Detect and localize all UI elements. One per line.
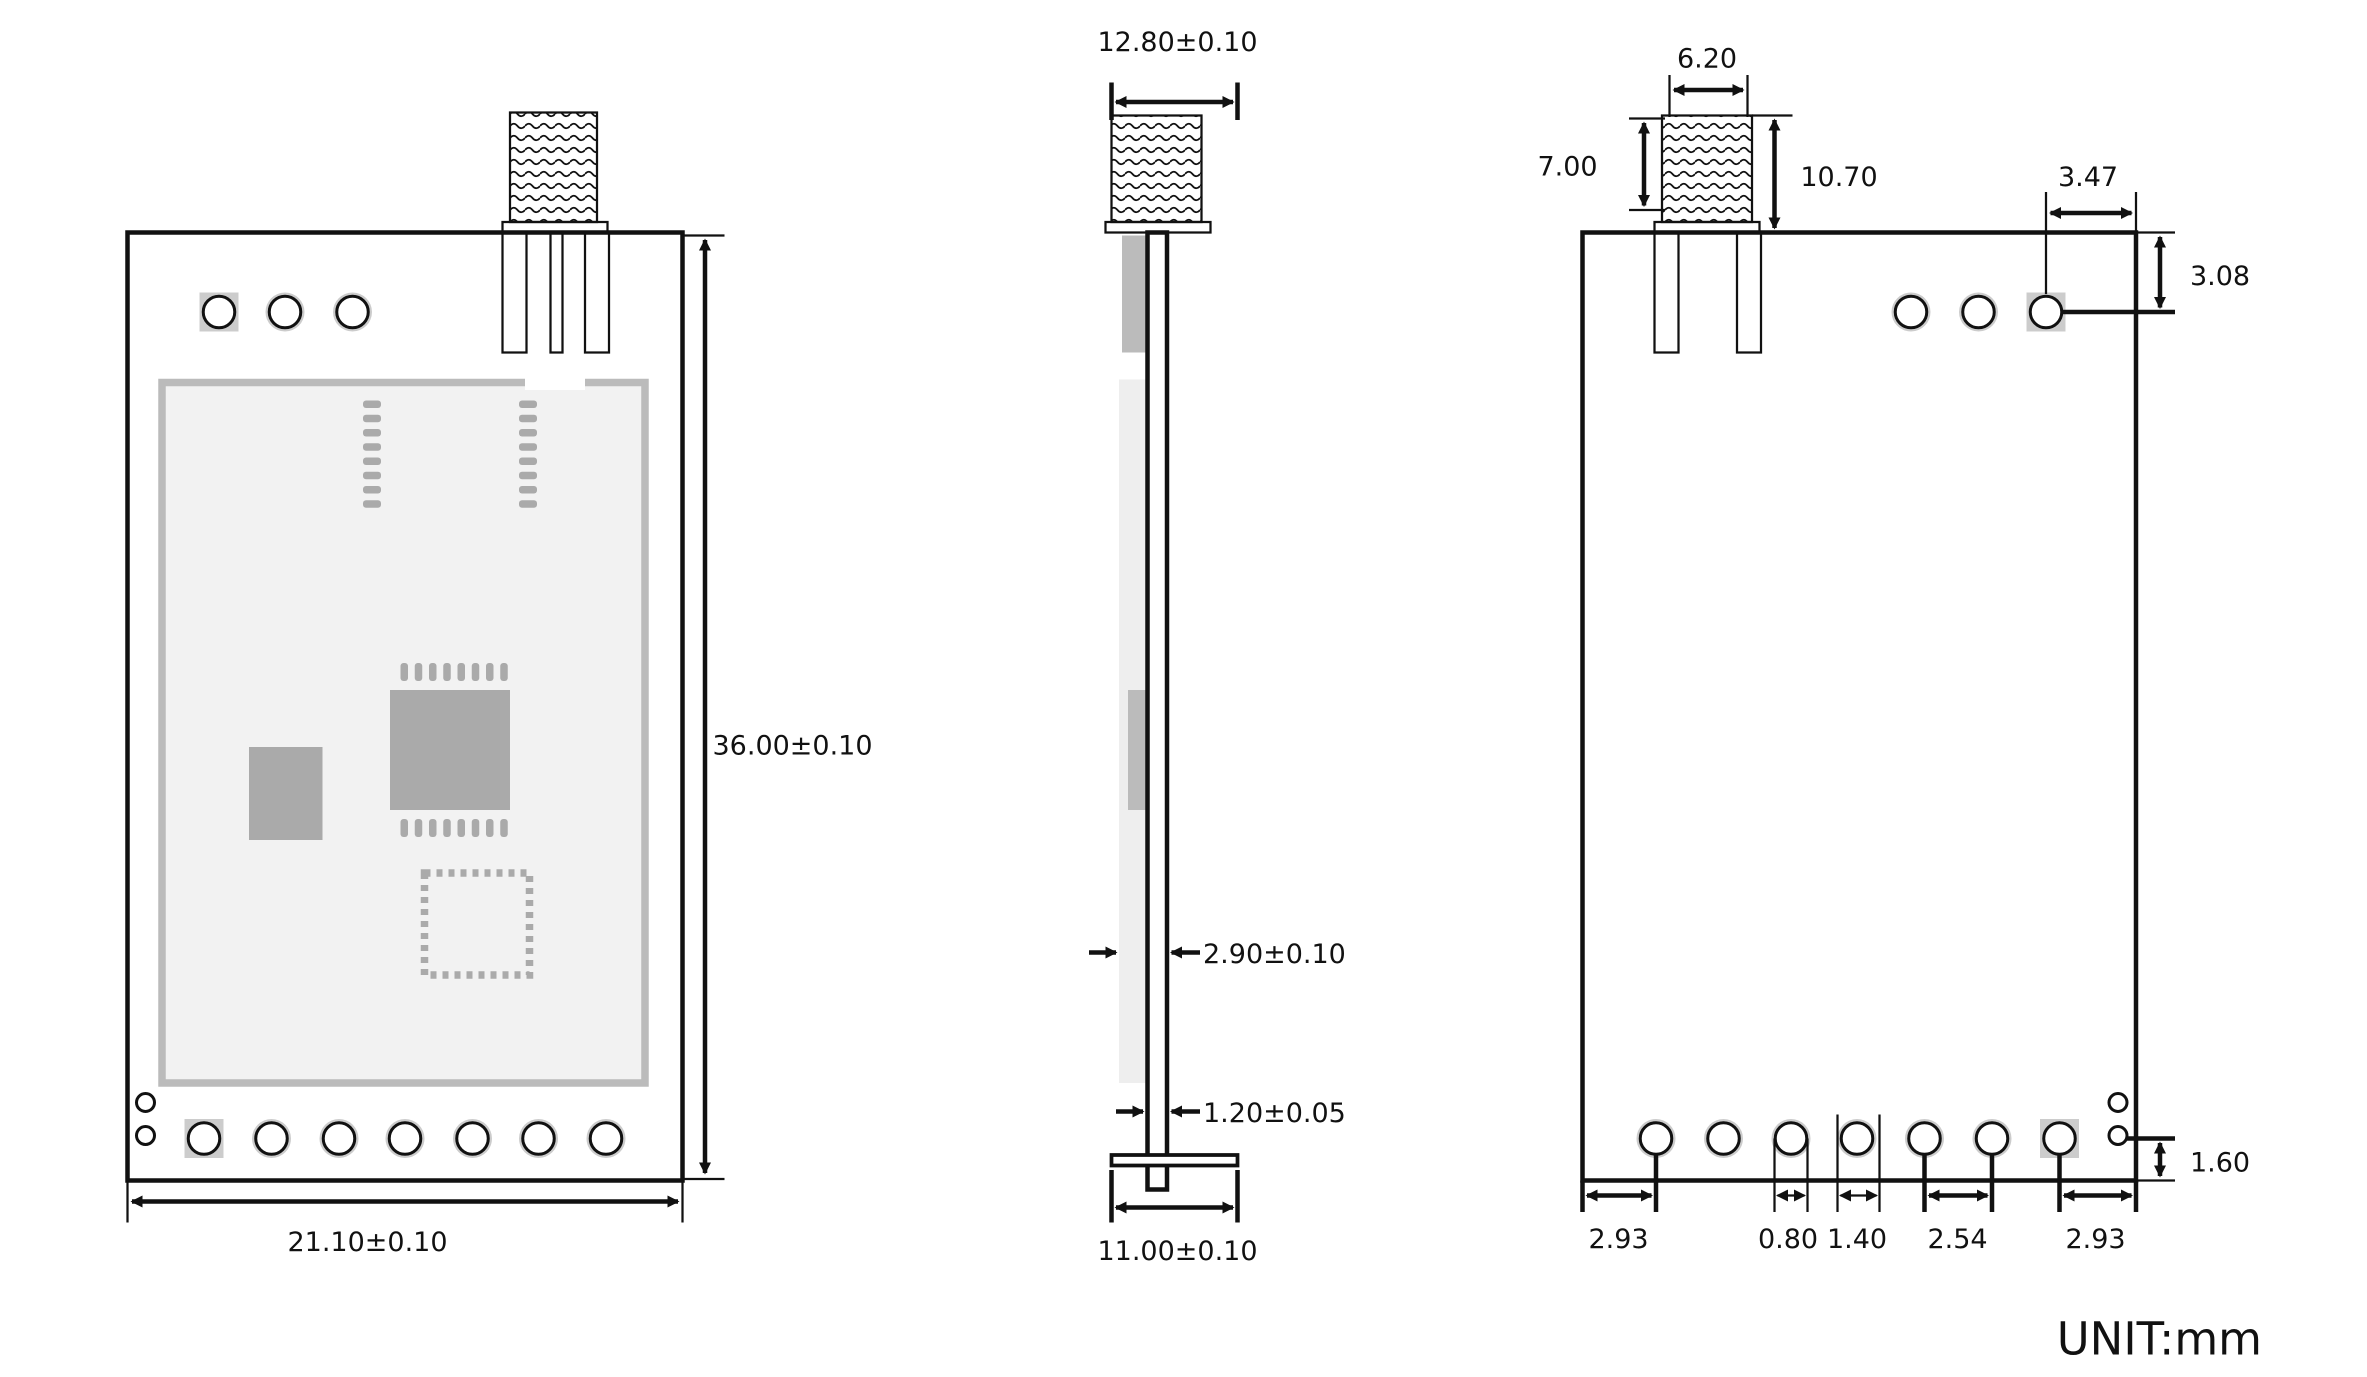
chip-pin: [471, 663, 480, 681]
chip-pin: [519, 471, 537, 480]
chip-pin: [443, 663, 451, 681]
chip-pin: [500, 663, 508, 681]
pad-outer-label: 1.40: [1827, 1224, 1887, 1255]
unit-label: UNIT:mm: [2057, 1313, 2262, 1366]
right-margin-label: 2.93: [2065, 1224, 2125, 1255]
pin-pad: [1706, 1121, 1741, 1156]
chip-profile: [1128, 690, 1148, 810]
connector-pin: [1735, 231, 1763, 354]
chip-pin: [519, 500, 537, 508]
width-label: 21.10±0.10: [287, 1227, 447, 1258]
chip-pin: [363, 500, 381, 508]
pitch-label: 2.54: [1927, 1224, 1987, 1255]
chip-pin: [519, 400, 537, 408]
pin-pad: [387, 1121, 423, 1156]
chip-pin: [457, 819, 465, 837]
chip-pin: [519, 443, 537, 451]
mcu-chip: [363, 400, 537, 837]
small-pad: [135, 1125, 156, 1146]
pin-pad: [1974, 1121, 2010, 1156]
pin-pad: [186, 1121, 222, 1156]
chip-pin: [400, 819, 408, 837]
connector-inner-label: 6.20: [1677, 44, 1737, 75]
pin-pad: [1893, 294, 1929, 330]
chip-pin: [486, 663, 494, 681]
pcb-thickness-label: 1.20±0.05: [1203, 1098, 1346, 1129]
component: [249, 747, 323, 840]
left-margin-label: 2.93: [1588, 1224, 1648, 1255]
chip-pin: [519, 457, 537, 465]
chip-pin: [519, 429, 537, 437]
chip-pin: [457, 663, 465, 681]
sma-connector: [508, 111, 599, 224]
chip-pin: [443, 819, 451, 837]
pin-pad: [267, 294, 303, 330]
height-label: 36.00±0.10: [713, 731, 873, 762]
connector-total-label: 10.70: [1800, 162, 1877, 193]
pin-pad: [1773, 1121, 1809, 1156]
chip-pin: [429, 819, 437, 837]
pcb-outline: [125, 230, 685, 1183]
small-pad: [135, 1092, 156, 1113]
side-view: 12.80±0.10 2.90±0.10 1.20±0.05 11.00±0.1…: [1089, 27, 1346, 1267]
pin-pad: [455, 1121, 490, 1156]
chip-pin: [363, 471, 381, 480]
chip-pin: [363, 486, 381, 494]
chip-pin: [363, 429, 381, 437]
chip-pin: [500, 819, 508, 837]
chip-pin: [429, 663, 437, 681]
chip-pin: [414, 819, 423, 837]
pin-pad: [588, 1121, 624, 1156]
pin-pad: [2028, 294, 2064, 330]
pcb-outline: [1580, 230, 2139, 1183]
chip-pin: [519, 486, 537, 494]
chip-pin: [363, 457, 381, 465]
chip-pin: [471, 819, 480, 837]
sma-connector: [1110, 114, 1203, 224]
connector-pin: [501, 231, 528, 354]
chip-pin: [519, 414, 537, 423]
pin-pad: [2042, 1121, 2077, 1156]
pin-pad: [1839, 1121, 1875, 1156]
back-view: 6.20 7.00 10.70 3.47 3.08 1.60 2.93 0.80…: [1537, 44, 2250, 1256]
pin-pad: [201, 294, 237, 330]
pad-edge-x-label: 3.47: [2058, 162, 2118, 193]
connector-width-label: 12.80±0.10: [1097, 27, 1257, 58]
chip-pin: [414, 663, 423, 681]
connector-pin: [549, 231, 564, 354]
chip-footprint: [420, 869, 534, 979]
connector-pin: [1653, 231, 1680, 354]
base-profile: [1109, 1153, 1240, 1168]
thickness-label: 2.90±0.10: [1203, 939, 1346, 970]
pin-pad: [1907, 1121, 1942, 1156]
bottom-pad-y-label: 1.60: [2190, 1148, 2250, 1179]
pad-diameter-label: 0.80: [1758, 1224, 1818, 1255]
pin-pad: [1961, 294, 1996, 330]
component-profile: [1122, 235, 1148, 353]
pin-pad: [1638, 1121, 1674, 1156]
connector-pin: [583, 231, 611, 354]
base-width-label: 11.00±0.10: [1097, 1236, 1257, 1267]
chip-pin: [363, 400, 381, 408]
chip-pin: [486, 819, 494, 837]
pad-edge-y-label: 3.08: [2190, 261, 2250, 292]
small-pad: [2107, 1092, 2129, 1113]
connector-height-label: 7.00: [1537, 152, 1597, 183]
chip-pin: [400, 663, 408, 681]
chip-pin: [363, 414, 381, 423]
sma-connector: [1660, 114, 1754, 224]
front-view: 36.00±0.10 21.10±0.10: [125, 111, 873, 1258]
pin-pad: [254, 1121, 289, 1156]
pin-pad: [321, 1121, 357, 1156]
pin-pad: [335, 294, 370, 330]
small-pad: [2107, 1125, 2129, 1146]
shield-gap: [525, 375, 585, 390]
chip-pin: [363, 443, 381, 451]
pin-pad: [521, 1121, 556, 1156]
pcb-edge: [1145, 230, 1170, 1192]
